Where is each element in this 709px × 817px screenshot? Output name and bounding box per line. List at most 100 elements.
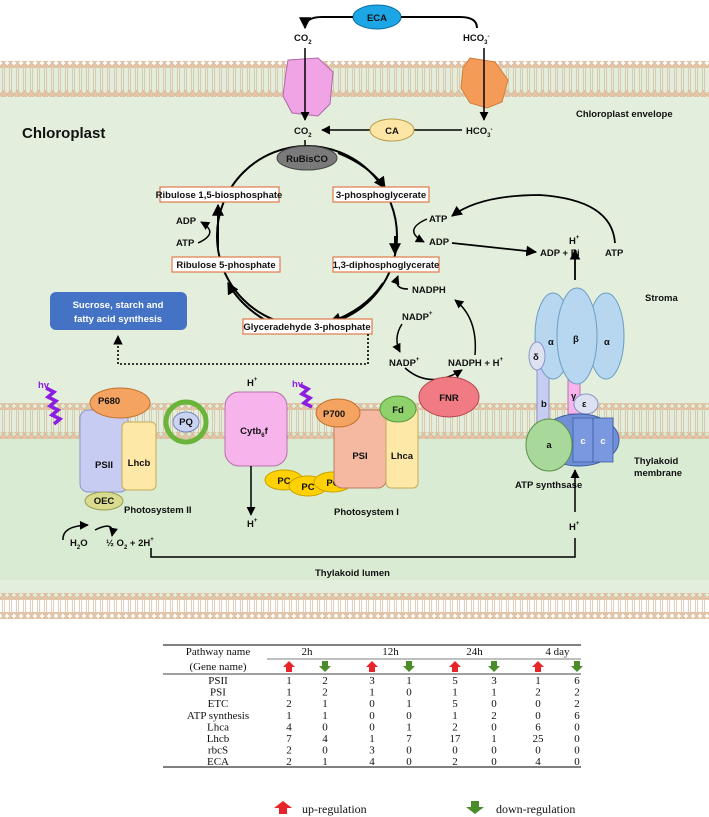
table-cell: 1: [406, 698, 412, 710]
atp-right: ATP: [429, 214, 448, 225]
oec-label: OEC: [94, 496, 115, 507]
table-cell: 2: [286, 745, 292, 757]
table-cell: 4: [369, 756, 375, 768]
table-cell: 5: [452, 698, 458, 710]
table-cell: 1: [452, 710, 458, 722]
bpg13-label: 1,3-diphosphoglycerate: [333, 260, 440, 271]
calvin-arrow-4: [227, 281, 266, 321]
atp-alpha-label-2: α: [604, 337, 610, 348]
table-cell: 3: [369, 675, 375, 687]
eca-arrow-in: [401, 16, 478, 29]
table-cell: 0: [369, 721, 375, 733]
stroma-label: Stroma: [645, 293, 678, 304]
table-cell: 0: [535, 745, 541, 757]
ribulose-15-label: Ribulose 1,5-biosphosphate: [156, 190, 283, 201]
table-time-header: 12h: [382, 646, 399, 658]
table-header-pathway: Pathway name: [186, 646, 251, 658]
up-arrow-icon: [532, 661, 544, 672]
chloroplast-title: Chloroplast: [22, 125, 105, 142]
h-top-synthase: H+: [569, 235, 580, 247]
pq-label: PQ: [179, 417, 193, 428]
hco3-top: HCO3-: [463, 33, 489, 46]
pc-label-3: PC: [326, 478, 339, 489]
thylakoid-membrane-label-1: Thylakoid: [634, 456, 679, 467]
table-cell: 0: [322, 745, 328, 757]
table-header-gene: (Gene name): [189, 661, 246, 673]
p680-label: P680: [98, 396, 120, 407]
table-cell: 0: [535, 710, 541, 722]
sunlight-wave-icon-psi: [298, 383, 314, 409]
psii-label: PSII: [95, 460, 113, 471]
pga3-label: 3-phosphoglycerate: [336, 190, 426, 201]
legend-down-label: down-regulation: [496, 802, 575, 816]
table-cell: 1: [535, 675, 541, 687]
table-cell: 25: [533, 733, 545, 745]
pga3-box: [332, 186, 430, 203]
hv-label-psii: hv: [38, 380, 50, 391]
table-row-name: Lhca: [207, 721, 229, 733]
table-cell: 6: [574, 675, 580, 687]
table-cell: 1: [369, 687, 375, 699]
table-cell: 4: [286, 721, 292, 733]
up-arrow-icon: [274, 801, 292, 814]
down-arrow-icon: [319, 661, 331, 672]
lhcb-complex: [121, 421, 157, 491]
table-cell: 1: [286, 675, 292, 687]
h-cytb6f-top: H+: [247, 377, 258, 389]
co2-top: CO2: [294, 33, 312, 46]
table-row-name: PSI: [210, 687, 226, 699]
table-cell: 0: [406, 687, 412, 699]
table-cell: 0: [491, 698, 497, 710]
table-cell: 2: [322, 675, 328, 687]
nadph-to-bpg-arrow: [390, 275, 409, 290]
table-row-name: ETC: [208, 698, 229, 710]
adp-pi-label: ADP + Pi: [540, 248, 580, 259]
table-time-header: 24h: [466, 646, 483, 658]
table-cell: 5: [452, 675, 458, 687]
co2-transporter: [282, 57, 334, 117]
atp-delta: [528, 341, 546, 371]
table-cell: 1: [369, 733, 375, 745]
table-cell: 0: [491, 721, 497, 733]
eca-arrow-out: [299, 16, 353, 30]
table-cell: 0: [406, 756, 412, 768]
table-cell: 0: [574, 721, 580, 733]
g3p-box: [242, 318, 373, 335]
photosystem-ii-label: Photosystem II: [124, 505, 192, 516]
table-direction-arrows: [283, 661, 583, 672]
up-arrow-icon: [366, 661, 378, 672]
atp-b-label: b: [541, 399, 547, 410]
fd-label: Fd: [392, 405, 404, 416]
fd-protein: [379, 395, 417, 423]
table-cell: 7: [286, 733, 292, 745]
bpg13-box: [332, 256, 440, 273]
nadp-arrow-down: [392, 323, 403, 353]
atp-adp-left-arrow: [197, 221, 211, 244]
h-lumen-line: [150, 538, 576, 558]
eca-label: ECA: [367, 13, 387, 24]
sucrose-label-2: fatty acid synthesis: [74, 314, 162, 325]
table-cell: 2: [491, 710, 497, 722]
table-cell: 2: [452, 721, 458, 733]
nadph-label: NADPH: [412, 285, 446, 296]
sunlight-wave-icon-psii: [44, 386, 64, 426]
atp-beta: [556, 287, 598, 385]
table-cell: 0: [491, 745, 497, 757]
atp-synth-out: ATP: [605, 248, 624, 259]
o2-label: ½ O2 + 2H+: [106, 537, 154, 551]
atp-a-label: a: [546, 440, 552, 451]
fnr-enzyme: [418, 376, 480, 418]
table-cell: 6: [574, 710, 580, 722]
table-cell: 1: [322, 710, 328, 722]
oec-complex: [84, 491, 124, 511]
atp-delta-label: δ: [533, 352, 539, 363]
calvin-arrow-1: [337, 152, 386, 189]
table-cell: 1: [491, 687, 497, 699]
